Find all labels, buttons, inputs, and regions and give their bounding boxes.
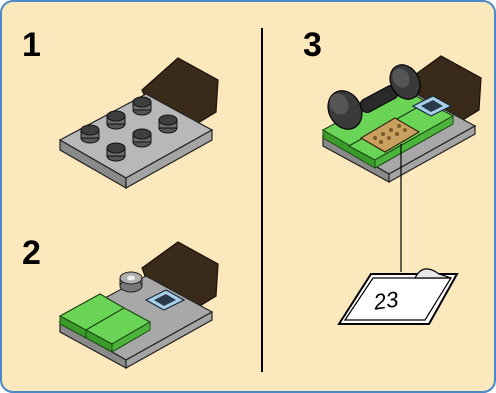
step-2-number: 2	[22, 234, 41, 272]
gray-plate-front	[125, 310, 213, 370]
tan-grille-tile	[359, 117, 421, 153]
gray-round-stud	[119, 271, 143, 293]
step-1-build-illustration	[58, 57, 219, 190]
step-2-build-illustration	[58, 241, 219, 370]
transparent-tile	[144, 289, 186, 311]
plate-studs	[80, 96, 178, 162]
sticker-number: 23	[371, 286, 400, 314]
gray-plate-front	[125, 128, 213, 190]
black-binoculars-piece	[327, 64, 421, 130]
step-3-number: 3	[303, 26, 322, 64]
gray-plate-front	[388, 124, 476, 184]
step-3-build-illustration: 23	[321, 55, 482, 325]
green-tile-front	[111, 321, 151, 353]
step-1-number: 1	[22, 26, 41, 64]
sticker-23: 23	[337, 268, 459, 325]
green-tiles-front	[374, 115, 454, 169]
transparent-tile	[411, 95, 453, 117]
